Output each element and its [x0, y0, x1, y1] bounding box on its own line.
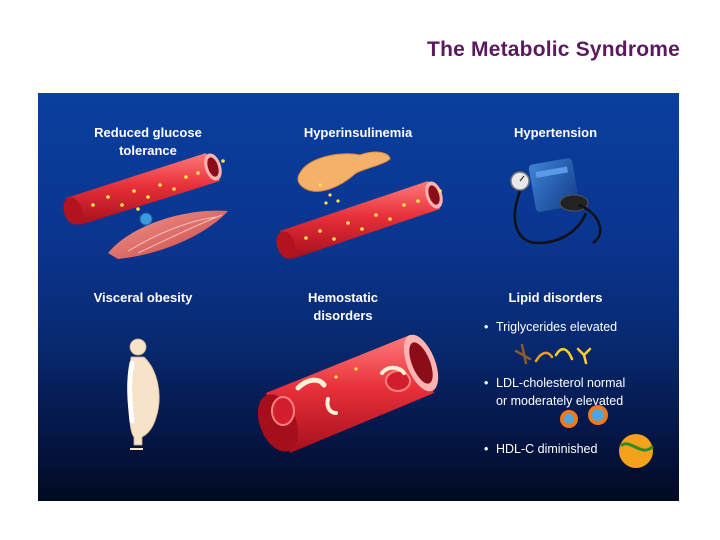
label-glucose-line1: Reduced glucose [94, 125, 202, 140]
label-hypertension: Hypertension [513, 125, 598, 140]
blood-pressure-cuff-icon [510, 158, 602, 245]
bullet-hdl-text: HDL-C diminished [496, 442, 598, 456]
lipoprotein-icon [514, 343, 654, 468]
bullet-triglycerides: •Triglycerides elevated [484, 320, 618, 334]
blood-vessel-icon [63, 153, 225, 225]
label-hemostatic-line2: disorders [313, 308, 373, 323]
label-glucose-line2: tolerance [119, 143, 177, 158]
blood-vessel-icon [276, 181, 443, 259]
label-visceral-obesity: Visceral obesity [93, 290, 193, 305]
label-hyperinsulinemia: Hyperinsulinemia [303, 125, 413, 140]
muscle-icon [108, 210, 228, 259]
bullet-ldl: •LDL-cholesterol normal or moderately el… [484, 376, 626, 408]
illustrations [63, 151, 654, 468]
bullet-ldl-text-1: LDL-cholesterol normal [496, 376, 626, 390]
pancreas-icon [297, 151, 391, 205]
blood-vessel-icon [257, 334, 439, 453]
bullet-hdl: •HDL-C diminished [484, 442, 598, 456]
syndrome-panel: Reduced glucose tolerance Hyperinsulinem… [38, 93, 679, 501]
slide-title: The Metabolic Syndrome [427, 38, 680, 61]
bullet-ldl-text-2: or moderately elevated [496, 394, 624, 408]
label-hemostatic-disorders: Hemostatic disorders [283, 289, 403, 325]
label-glucose-tolerance: Reduced glucose tolerance [78, 124, 218, 160]
label-hemostatic-line1: Hemostatic [307, 290, 379, 305]
bullet-triglycerides-text: Triglycerides elevated [496, 320, 618, 334]
label-lipid-disorders: Lipid disorders [508, 290, 603, 305]
blood-cell-icon [271, 365, 411, 426]
body-silhouette-icon [127, 338, 160, 450]
